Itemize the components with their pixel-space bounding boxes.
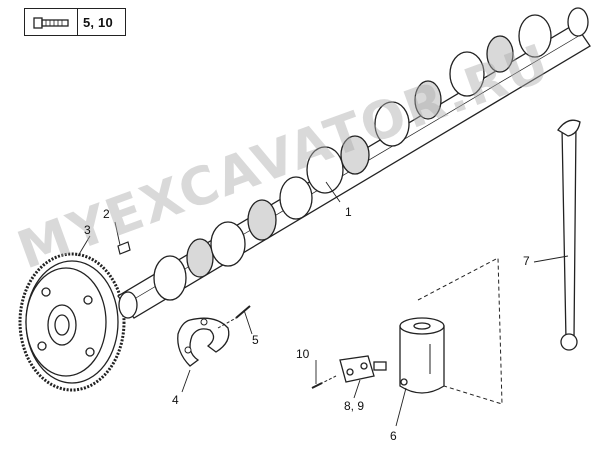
camshaft (117, 7, 591, 319)
screw (235, 305, 251, 319)
push-rod (557, 119, 581, 351)
thrust-plate-hole (200, 318, 208, 326)
callout-4: 4 (172, 393, 179, 407)
callout-3: 3 (84, 223, 91, 237)
callout-8-9: 8, 9 (344, 399, 365, 413)
callout-5: 5 (252, 333, 259, 347)
callout-7: 7 (523, 254, 530, 268)
legend-text: 5, 10 (83, 15, 113, 30)
assembly-outline (417, 257, 503, 405)
callout-6: 6 (390, 429, 397, 443)
leader-line (319, 375, 337, 385)
woodruff-key (117, 241, 131, 255)
legend-box: 5, 10 (24, 8, 126, 36)
callout-10: 10 (296, 347, 310, 361)
legend-divider (77, 9, 78, 35)
leader-lines (77, 181, 569, 427)
tappet (399, 317, 445, 394)
screw (311, 382, 323, 389)
timing-gear (18, 252, 126, 392)
callout-2: 2 (103, 207, 110, 221)
thrust-plate-hole (184, 346, 192, 354)
bolt-icon (33, 17, 69, 29)
leader-line (217, 317, 237, 329)
bracket (339, 355, 387, 383)
thrust-plate (177, 317, 230, 367)
callout-1: 1 (345, 205, 352, 219)
